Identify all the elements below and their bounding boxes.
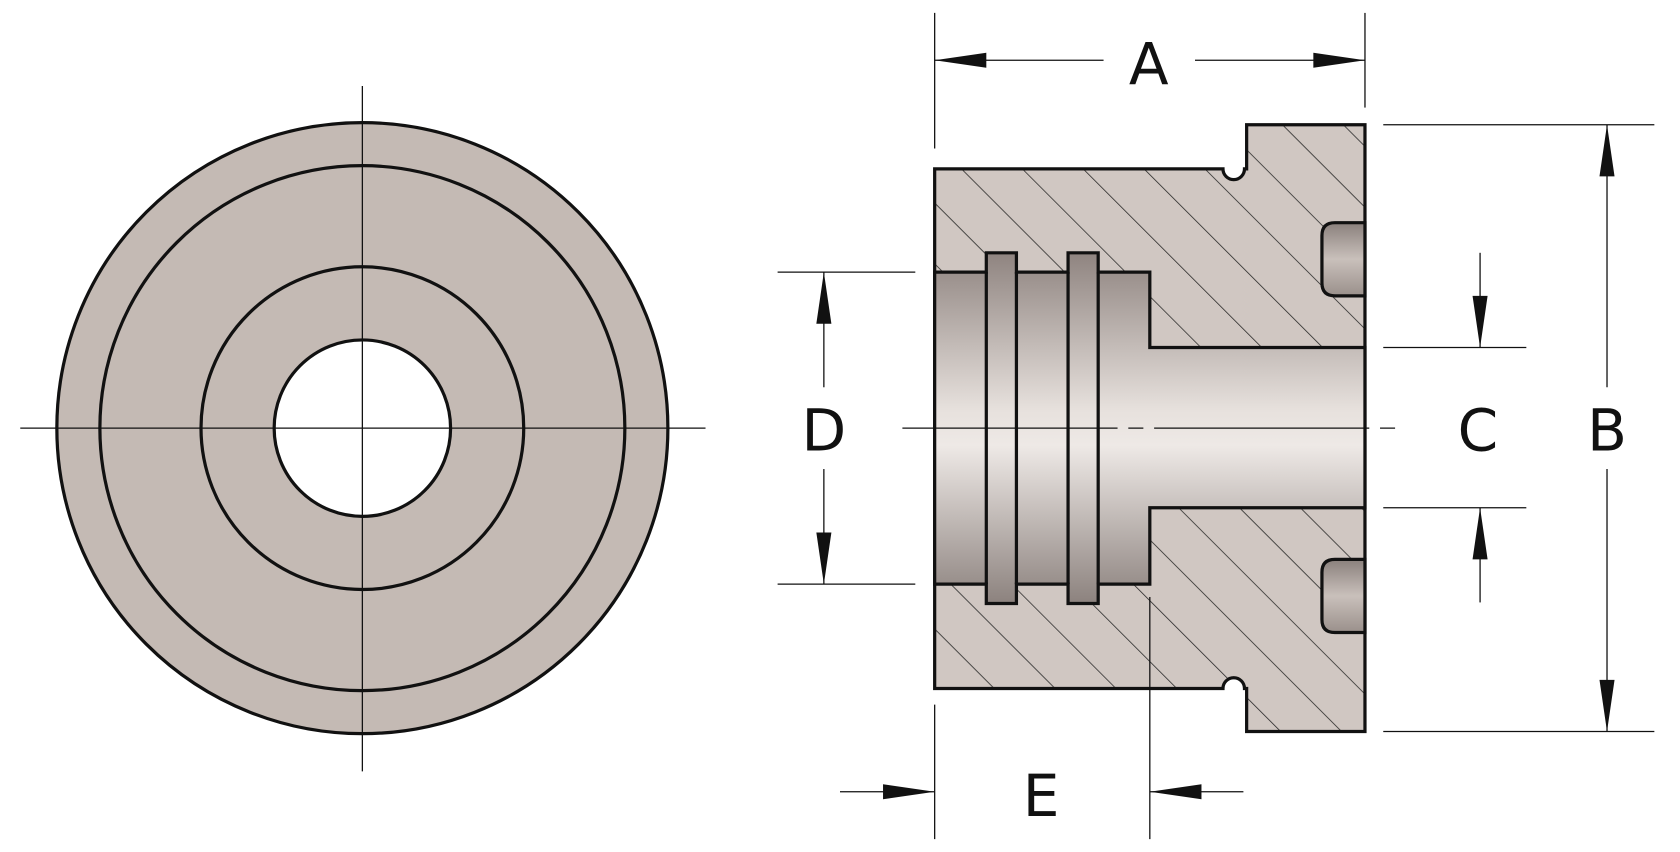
dimension-d: D <box>777 271 916 585</box>
dimension-a: A <box>934 12 1366 149</box>
dimension-label-d: D <box>801 396 846 464</box>
dimension-label-b: B <box>1587 396 1627 464</box>
section-view <box>902 123 1400 734</box>
front-view <box>20 86 706 772</box>
dimension-c: C <box>1383 252 1527 603</box>
bore-cavity <box>933 251 1367 606</box>
lower-pocket <box>1320 557 1367 635</box>
dimension-label-e: E <box>1023 762 1060 830</box>
dimension-label-a: A <box>1129 31 1169 99</box>
dimension-e: E <box>839 597 1244 840</box>
dimension-b: B <box>1383 124 1655 733</box>
upper-pocket <box>1320 221 1367 298</box>
dimension-label-c: C <box>1458 396 1499 464</box>
